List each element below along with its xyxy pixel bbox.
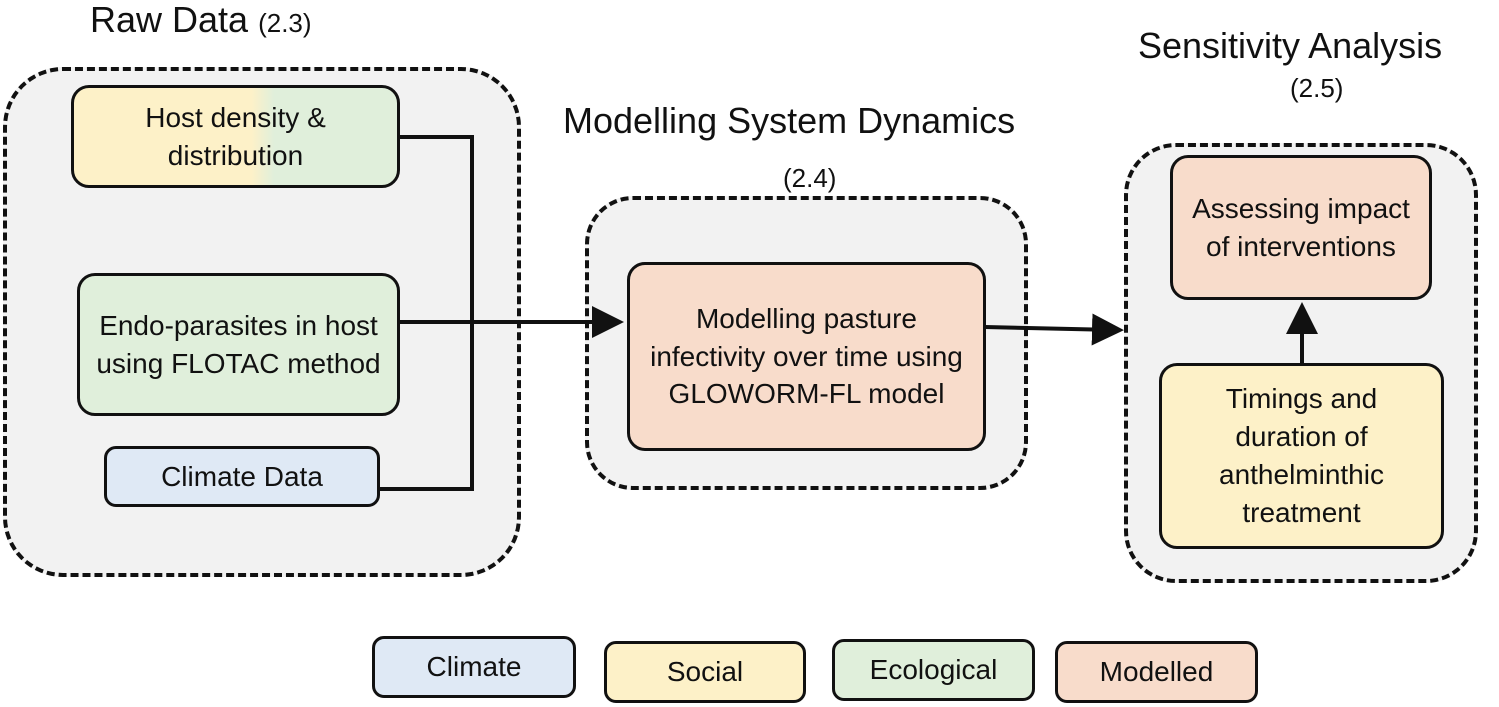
raw-data-title-text: Raw Data: [90, 0, 249, 40]
treatment-timings-label: Timings and duration of anthelminthic tr…: [1219, 383, 1384, 528]
assessing-impact-node: Assessing impact of interventions: [1170, 155, 1432, 300]
legend-social: Social: [604, 641, 806, 703]
climate-data-node: Climate Data: [104, 446, 380, 507]
host-density-node: Host density & distribution: [71, 85, 400, 188]
host-density-label: Host density & distribution: [145, 101, 326, 171]
legend-ecological: Ecological: [832, 639, 1035, 701]
raw-data-title: Raw Data (2.3): [90, 2, 312, 38]
raw-data-section-number: (2.3): [258, 8, 312, 38]
assessing-impact-label: Assessing impact of interventions: [1192, 192, 1410, 262]
modelling-title: Modelling System Dynamics: [563, 100, 1016, 141]
treatment-timings-node: Timings and duration of anthelminthic tr…: [1159, 363, 1444, 549]
legend-climate: Climate: [372, 636, 576, 698]
legend-ecological-label: Ecological: [869, 654, 998, 686]
endo-parasites-node: Endo-parasites in host using FLOTAC meth…: [77, 273, 400, 416]
legend-modelled-label: Modelled: [1099, 656, 1214, 688]
legend-modelled: Modelled: [1055, 641, 1258, 703]
pasture-model-node: Modelling pasture infectivity over time …: [627, 262, 986, 451]
pasture-model-label: Modelling pasture infectivity over time …: [650, 302, 963, 410]
climate-data-label: Climate Data: [161, 460, 323, 492]
sensitivity-section-number: (2.5): [1290, 73, 1344, 103]
legend-climate-label: Climate: [426, 651, 522, 683]
legend-social-label: Social: [666, 656, 744, 688]
modelling-section-number: (2.4): [783, 163, 837, 193]
endo-parasites-label: Endo-parasites in host using FLOTAC meth…: [96, 309, 381, 379]
sensitivity-title: Sensitivity Analysis: [1138, 25, 1443, 66]
